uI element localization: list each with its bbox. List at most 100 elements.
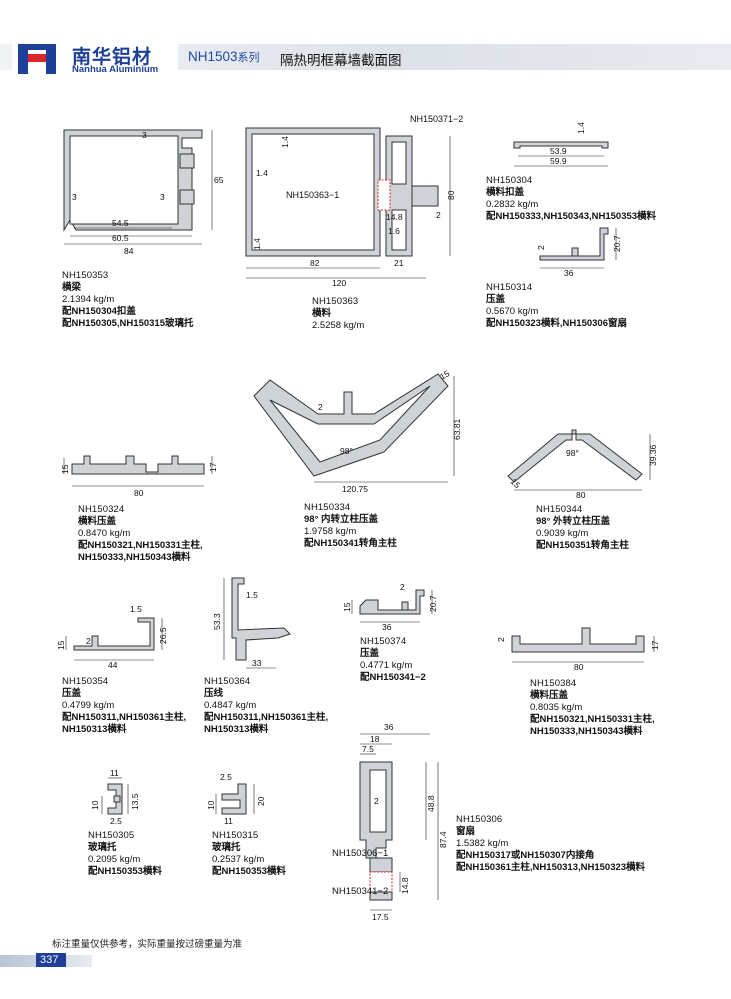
page-number: 337: [40, 954, 59, 966]
profile-name: 横料压盖: [530, 690, 569, 701]
drawing-nh150315: 2.5 10 20 11: [206, 772, 266, 826]
dim-text: 1.5: [130, 604, 142, 614]
dim-text: 1.4: [252, 238, 262, 250]
dim-text: 2: [86, 636, 91, 646]
caption-nh150344: NH150344 98° 外转立柱压盖 0.9039 kg/m 配NH15035…: [536, 504, 629, 552]
dim-text: 17: [208, 462, 218, 472]
profile-code: NH150353: [62, 270, 109, 281]
dim-text: 15: [60, 464, 70, 474]
caption-nh150324: NH150324 横料压盖 0.8470 kg/m 配NH150321,NH15…: [78, 504, 203, 564]
profile-note: 配NH150333,NH150343,NH150353横料: [486, 211, 657, 222]
profile-weight: 0.2832 kg/m: [486, 199, 539, 210]
profile-weight: 1.9758 kg/m: [304, 526, 357, 537]
dim-text: 39.36: [648, 444, 658, 466]
profile-code: NH150304: [486, 175, 533, 186]
profile-note: NH150313横料: [62, 724, 127, 735]
dim-text: 11: [224, 816, 233, 826]
profile-name: 压盖: [360, 648, 380, 659]
caption-nh150374: NH150374 压盖 0.4771 kg/m 配NH150341−2: [360, 636, 426, 684]
dim-text: 44: [108, 660, 118, 670]
profile-name: 横料: [312, 308, 332, 319]
profile-name: 窗扇: [456, 826, 476, 837]
dim-text: 1.5: [246, 590, 258, 600]
dim-text: 54.5: [112, 218, 129, 228]
profile-code: NH150364: [204, 676, 251, 687]
brand-name-en: Nanhua Aluminium: [72, 64, 159, 75]
dim-text: 33: [252, 658, 262, 668]
dim-text: 1.4: [576, 122, 586, 134]
drawing-nh150344: 98° 39.36 15 80: [507, 429, 658, 500]
dim-text: 2: [374, 796, 379, 806]
caption-nh150334: NH150334 98° 内转立柱压盖 1.9758 kg/m 配NH15034…: [304, 502, 397, 550]
profile-code: NH150315: [212, 830, 259, 841]
drawing-nh150384: 2 17 80: [496, 627, 660, 672]
profile-code: NH150306: [456, 814, 503, 825]
profile-note: 配NH150341转角主柱: [304, 538, 397, 549]
profile-code: NH150344: [536, 504, 583, 515]
profile-code: NH150314: [486, 282, 533, 293]
dim-text: 10: [206, 800, 216, 810]
dim-text: 13.5: [130, 793, 140, 810]
profile-weight: 2.1394 kg/m: [62, 294, 115, 305]
profile-weight: 0.4847 kg/m: [204, 700, 257, 711]
profile-note: NH150333,NH150343横料: [78, 552, 191, 563]
caption-nh150315: NH150315 玻璃托 0.2537 kg/m 配NH150353横料: [212, 830, 286, 878]
dim-text: 18: [370, 734, 380, 744]
page-number-box: [36, 953, 66, 967]
dim-text: 15: [342, 602, 352, 612]
dim-text: 20.7: [612, 235, 622, 252]
dim-text: 82: [310, 258, 320, 268]
dim-text: 21: [394, 258, 404, 268]
profile-weight: 0.4771 kg/m: [360, 660, 413, 671]
profile-weight: 0.8035 kg/m: [530, 702, 583, 713]
profile-note: 配NH150361主柱,NH150313,NH150323横料: [456, 862, 646, 873]
dim-text: 59.9: [550, 156, 567, 166]
profile-weight: 0.8470 kg/m: [78, 528, 131, 539]
dim-text: 10: [90, 800, 100, 810]
profile-note: 配NH150341−2: [360, 672, 426, 683]
drawing-nh150306: 36 18 7.5 2 48.8 87.4 14.8 17.5: [359, 722, 448, 922]
profile-weight: 2.5258 kg/m: [312, 320, 365, 331]
profile-note: 配NH150353横料: [88, 866, 162, 877]
caption-nh150363: NH150363 横料 2.5258 kg/m: [312, 296, 364, 332]
profile-weight: 0.4799 kg/m: [62, 700, 115, 711]
profile-weight: 0.5670 kg/m: [486, 306, 539, 317]
profile-name: 压盖: [62, 688, 82, 699]
dim-text: 15: [56, 640, 66, 650]
dim-text: 98°: [566, 448, 579, 458]
part-label: NH150371−2: [410, 114, 463, 124]
drawing-nh150304: 1.4 53.9 59.9: [513, 122, 609, 167]
dim-text: 80: [576, 490, 586, 500]
dim-text: 3: [160, 192, 165, 202]
dim-text: 60.5: [112, 233, 129, 243]
profile-name: 横梁: [62, 282, 82, 293]
caption-nh150314: NH150314 压盖 0.5670 kg/m 配NH150323横料,NH15…: [486, 282, 627, 330]
profile-note: 配NH150351转角主柱: [536, 540, 629, 551]
dim-text: 2.5: [110, 816, 122, 826]
profile-note: 配NH150311,NH150361主柱,: [204, 712, 329, 723]
dim-text: 17.5: [372, 912, 389, 922]
drawing-nh150305: 11 10 13.5 2.5: [90, 768, 140, 826]
dim-text: 53.9: [550, 146, 567, 156]
dim-text: 2: [400, 582, 405, 592]
caption-nh150305: NH150305 玻璃托 0.2095 kg/m 配NH150353横料: [88, 830, 162, 878]
drawing-nh150353: 3 65 3 3 54.5 60.5 84: [63, 129, 224, 256]
dim-text: 3: [142, 130, 147, 140]
dim-text: 20: [256, 796, 266, 806]
profile-note: 配NH150317或NH150307内接角: [456, 850, 595, 861]
dim-text: 98°: [340, 446, 353, 456]
dim-text: 1.6: [388, 226, 400, 236]
profile-code: NH150305: [88, 830, 135, 841]
dim-text: 53.3: [212, 613, 222, 630]
dim-text: 87.4: [438, 831, 448, 848]
profile-name: 横料扣盖: [486, 187, 525, 198]
profile-weight: 0.9039 kg/m: [536, 528, 589, 539]
drawing-nh150324: 15 17 80: [60, 455, 218, 498]
dim-text: 65: [214, 175, 224, 185]
profile-note: 配NH150353横料: [212, 866, 286, 877]
caption-nh150384: NH150384 横料压盖 0.8035 kg/m 配NH150321,NH15…: [530, 678, 655, 738]
profile-name: 98° 内转立柱压盖: [304, 514, 379, 525]
dim-text: 14.8: [386, 212, 403, 222]
dim-text: 17: [650, 640, 660, 650]
profile-weight: 1.5382 kg/m: [456, 838, 509, 849]
